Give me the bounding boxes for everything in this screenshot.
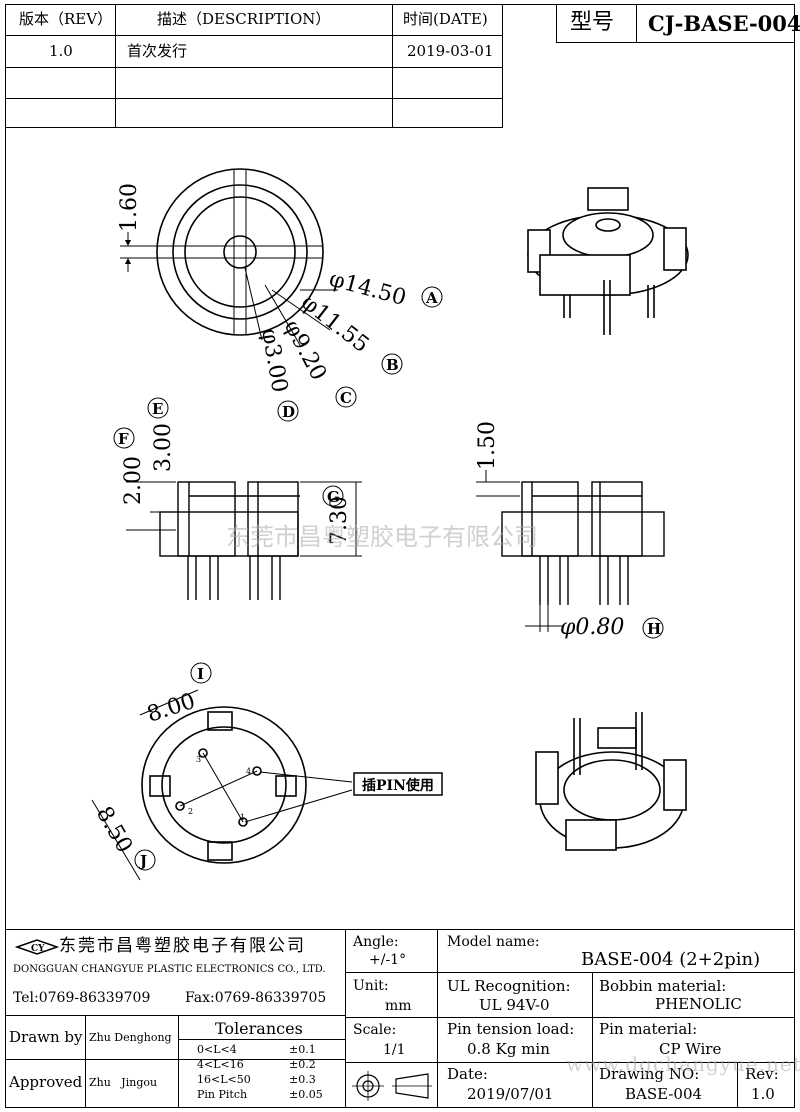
tolerance-value-1: ±0.1: [289, 1043, 316, 1056]
approved-label: Approved: [9, 1073, 83, 1091]
svg-text:A: A: [425, 289, 438, 307]
model-name-value: BASE-004 (2+2pin): [581, 949, 761, 970]
dim-8-00: 8.00: [144, 689, 198, 728]
isometric-view-bottom: [535, 712, 687, 851]
rev-header: 版本（REV）: [19, 10, 113, 28]
bobbin-label: Bobbin material:: [599, 977, 727, 995]
svg-text:插PIN使用: 插PIN使用: [362, 777, 434, 794]
tolerance-range-4: Pin Pitch: [197, 1088, 248, 1101]
dim-1-60: 1.60: [117, 183, 142, 232]
company-name-en: DONGGUAN CHANGYUE PLASTIC ELECTRONICS CO…: [13, 964, 326, 975]
circle-label-c: C: [335, 386, 357, 408]
svg-text:J: J: [138, 852, 147, 870]
rev-value: 1.0: [751, 1085, 775, 1103]
pin-number-2: 2: [188, 807, 193, 816]
side-view-right: [476, 470, 665, 632]
circle-label-g: G: [322, 485, 344, 507]
date-cell: 2019-03-01: [407, 42, 494, 60]
circle-label-d: D: [277, 400, 299, 422]
model-label: 型号: [570, 10, 615, 35]
description-header: 描述（DESCRIPTION）: [157, 10, 331, 28]
top-view: [120, 168, 338, 346]
revision-table: 版本（REV） 描述（DESCRIPTION） 时间(DATE) 1.0 首次发…: [5, 4, 503, 128]
scale-label: Scale:: [353, 1022, 397, 1038]
technical-drawing: 1.60 φ14.50 φ11.55 φ9.20 φ3.00 A B C D: [91, 168, 689, 881]
svg-text:C: C: [340, 389, 352, 407]
watermark-url: www.dgchangyue.net: [566, 1052, 800, 1076]
bobbin-value: PHENOLIC: [655, 995, 742, 1013]
circle-label-a: A: [421, 286, 443, 308]
tolerance-value-4: ±0.05: [289, 1088, 323, 1101]
drawing-no-label: Drawing NO:: [599, 1065, 700, 1083]
model-name-label: Model name:: [447, 934, 540, 950]
drawing-no-value: BASE-004: [625, 1085, 703, 1103]
tolerance-value-3: ±0.3: [289, 1073, 316, 1086]
scale-value: 1/1: [383, 1042, 406, 1058]
watermark-company: 东莞市昌粤塑胶电子有限公司: [226, 523, 538, 551]
dim-0-80-pin: φ0.80: [560, 615, 624, 640]
unit-value: mm: [385, 998, 412, 1014]
tolerance-value-2: ±0.2: [289, 1058, 316, 1071]
pin-material-value: CP Wire: [659, 1040, 722, 1058]
ul-value: UL 94V-0: [479, 996, 550, 1014]
svg-text:F: F: [118, 430, 129, 448]
ul-label: UL Recognition:: [447, 977, 571, 995]
drawn-by-value: Zhu Denghong: [89, 1031, 172, 1044]
circle-label-j: J: [134, 849, 156, 871]
company-fax: Fax:0769-86339705: [185, 990, 327, 1006]
pin-tension-label: Pin tension load:: [447, 1020, 575, 1038]
company-logo-icon: CY: [15, 939, 59, 955]
date-value: 2019/07/01: [467, 1085, 554, 1103]
svg-text:D: D: [282, 403, 295, 421]
company-name-cn: 东莞市昌粤塑胶电子有限公司: [59, 936, 306, 956]
drawn-by-label: Drawn by: [9, 1028, 83, 1046]
svg-text:G: G: [327, 488, 340, 506]
circle-label-e: E: [147, 397, 169, 419]
pin-tension-value: 0.8 Kg min: [467, 1040, 550, 1058]
pin-note-box: 插PIN使用: [353, 772, 443, 796]
title-block: CY 东莞市昌粤塑胶电子有限公司 DONGGUAN CHANGYUE PLAST…: [5, 929, 795, 1108]
description-cell: 首次发行: [127, 42, 188, 60]
pin-number-4: 4: [246, 767, 251, 776]
approved-value: Zhu Jingou: [89, 1076, 158, 1089]
tolerance-range-1: 0<L<4: [197, 1043, 237, 1056]
dim-1-50-side: 1.50: [475, 421, 500, 470]
svg-text:H: H: [647, 620, 661, 638]
isometric-view-top: [527, 187, 689, 335]
svg-text:I: I: [197, 665, 204, 683]
model-value: CJ-BASE-004: [648, 11, 800, 36]
circle-label-h: H: [642, 617, 664, 639]
date-header: 时间(DATE): [403, 10, 488, 28]
dim-8-50: 8.50: [91, 803, 137, 858]
projection-symbol-icon: [352, 1071, 432, 1101]
model-box: 型号 CJ-BASE-004: [556, 4, 800, 43]
svg-text:CY: CY: [31, 944, 45, 954]
circle-label-f: F: [113, 427, 135, 449]
dim-2-00-side: 2.00: [121, 456, 146, 505]
bottom-view: [91, 689, 353, 881]
date-label: Date:: [447, 1065, 488, 1083]
dim-14-50: φ14.50: [326, 267, 408, 311]
svg-text:B: B: [386, 356, 399, 374]
rev-label: Rev:: [745, 1065, 779, 1083]
svg-text:E: E: [152, 400, 163, 418]
tolerance-range-2: 4<L<16: [197, 1058, 244, 1071]
dim-3-00-side: 3.00: [151, 423, 176, 472]
tolerance-range-3: 16<L<50: [197, 1073, 251, 1086]
circle-label-i: I: [190, 662, 212, 684]
angle-label: Angle:: [353, 934, 399, 950]
pin-number-3: 3: [196, 755, 201, 764]
pin-number-1: 1: [240, 813, 245, 822]
company-tel: Tel:0769-86339709: [13, 990, 151, 1006]
rev-cell: 1.0: [49, 42, 73, 60]
circle-label-b: B: [381, 353, 403, 375]
tolerances-title: Tolerances: [215, 1019, 303, 1038]
side-view-left: [126, 481, 362, 600]
unit-label: Unit:: [353, 978, 389, 994]
angle-value: +/-1°: [369, 952, 407, 968]
pin-material-label: Pin material:: [599, 1020, 698, 1038]
